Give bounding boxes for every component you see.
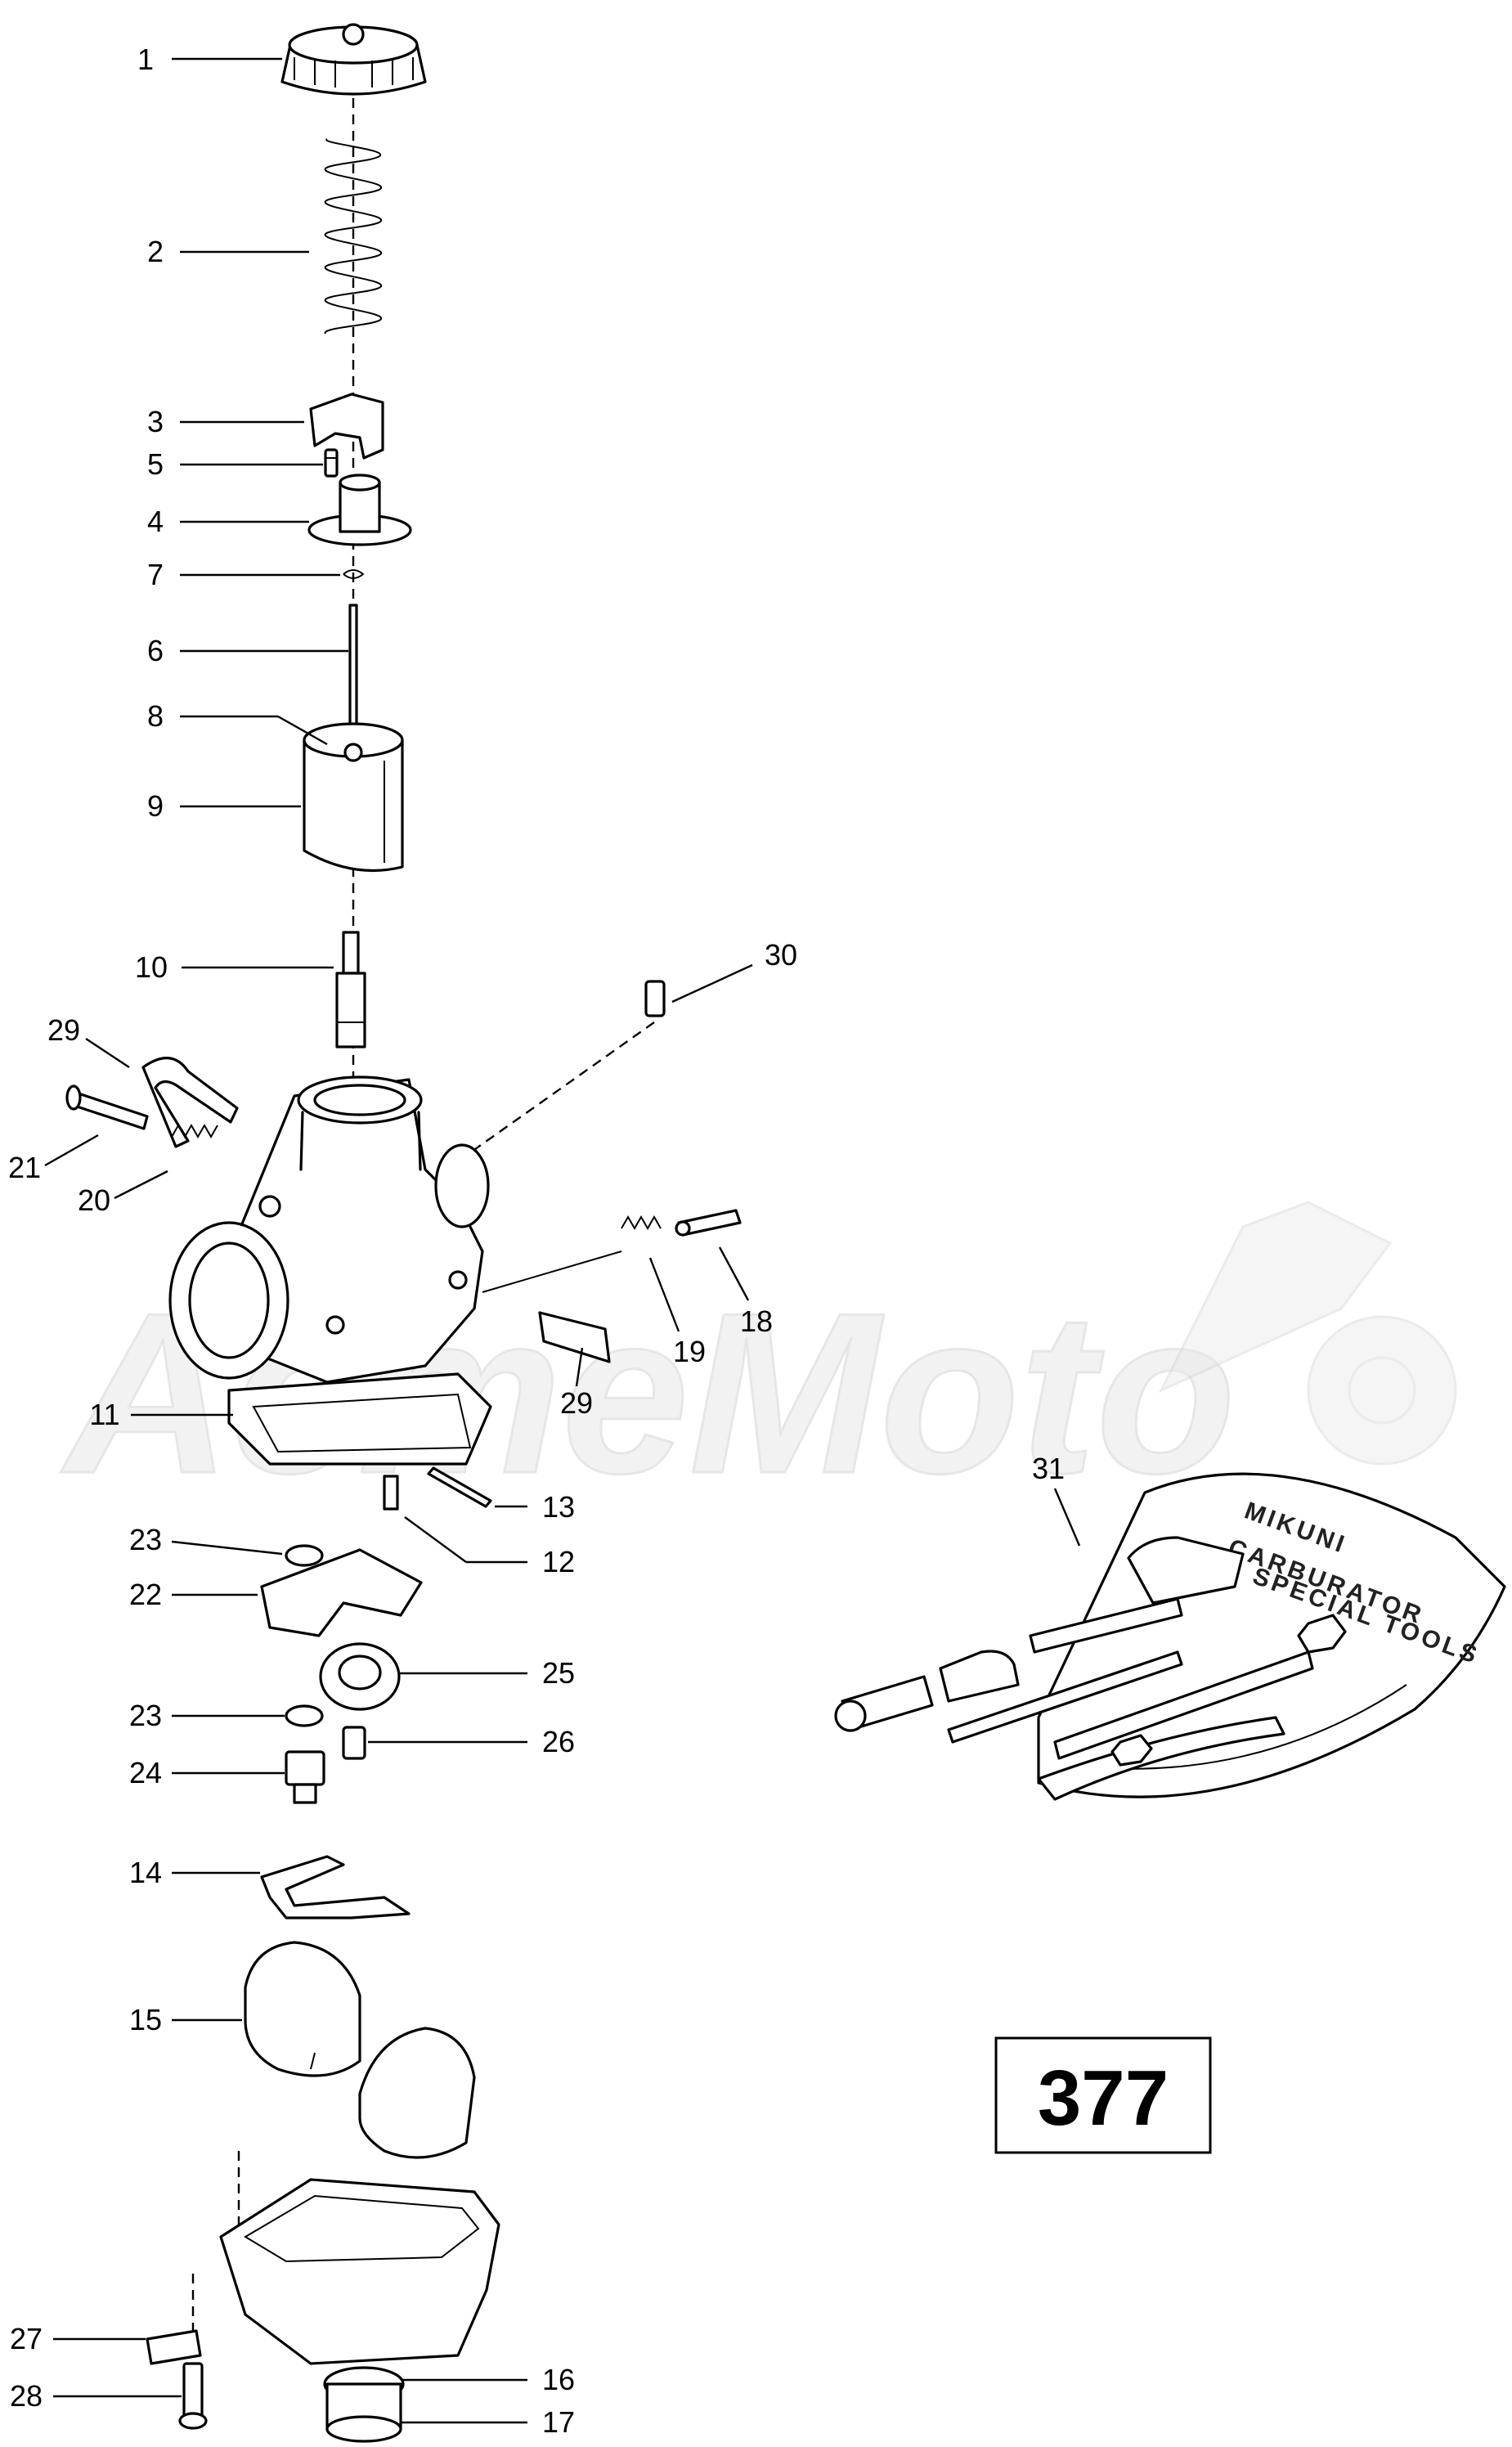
callout-label: 31 [1032, 1452, 1065, 1485]
part-main-jet [285, 1750, 325, 1804]
part-idle-screw-spring [171, 1123, 218, 1139]
part-float-arm [260, 1855, 411, 1919]
part-19-axis-line [482, 1250, 622, 1293]
part-needle-jet [335, 931, 366, 1048]
part-jet-collar [319, 1642, 401, 1711]
part-pilot-screw-cap [644, 980, 666, 1017]
callout-label: 19 [673, 1335, 706, 1368]
callout-label: 17 [542, 2405, 575, 2439]
part-floats [244, 1941, 476, 2159]
part-clip-plate [309, 393, 384, 460]
part-e-clip [343, 569, 365, 579]
part-drain-plug [323, 2366, 405, 2443]
callout-leader [85, 1037, 130, 1069]
part-baffle-plate [260, 1548, 423, 1637]
callout-leader [1053, 1488, 1081, 1547]
callout-leader [648, 1257, 680, 1332]
part-bowl-screw [178, 2362, 208, 2430]
callout-label: 22 [129, 1578, 162, 1611]
callout-label: 15 [129, 2003, 162, 2036]
callout-label: 18 [740, 1304, 773, 1338]
part-washer-upper [285, 1544, 324, 1567]
callout-leader [114, 1170, 168, 1200]
part-idle-screw [65, 1084, 149, 1130]
callout-label: 21 [8, 1151, 41, 1184]
callout-leader [404, 1516, 467, 1563]
callout-label: 29 [47, 1013, 80, 1047]
part-overflow-hose [538, 1311, 611, 1363]
part-vent-hose [141, 1057, 239, 1148]
part-spring [324, 138, 383, 334]
part-air-screw-spring [621, 1215, 662, 1231]
callout-leader [718, 1246, 750, 1301]
callout-leader [671, 963, 753, 1003]
callout-label: 23 [129, 1699, 162, 1732]
callout-label: 26 [542, 1725, 575, 1758]
callout-label: 28 [10, 2379, 43, 2413]
part-starter-jet [342, 1726, 366, 1760]
part-air-screw [675, 1209, 742, 1237]
callout-label: 29 [560, 1386, 593, 1420]
callouts: 1 2 3 5 4 7 6 8 9 10 30 29 21 20 19 18 [8, 43, 1081, 2439]
callout-leader [277, 715, 328, 746]
callout-label: 27 [10, 2322, 43, 2355]
callout-leader [575, 1347, 584, 1387]
callout-label: 16 [542, 2363, 575, 2396]
callout-label: 23 [129, 1523, 162, 1556]
reference-box: 377 [994, 2036, 1212, 2154]
part-needle-holder [307, 474, 412, 546]
part-float-bowl [219, 2151, 500, 2365]
callout-label: 8 [147, 699, 164, 733]
part-pilot-jet [383, 1475, 399, 1511]
callout-label: 1 [137, 43, 154, 76]
part-cap [280, 23, 427, 96]
callout-leader [171, 1540, 283, 1556]
callout-label: 6 [147, 634, 164, 667]
callout-label: 2 [147, 235, 164, 268]
callout-leader [44, 1134, 99, 1167]
watermark-motorcycle-icon [1158, 1201, 1457, 1466]
part-retainer-plate [146, 2329, 202, 2365]
callout-label: 30 [765, 938, 797, 972]
part-small-screw [324, 448, 339, 478]
part-30-leader-dash [457, 1021, 655, 1162]
part-special-tool-kit: MIKUNI CARBURATOR SPECIAL TOOLS [834, 1472, 1506, 1801]
callout-label: 10 [135, 950, 168, 984]
callout-label: 7 [147, 558, 164, 591]
part-carburetor-body [168, 1075, 492, 1466]
part-float-pin [427, 1466, 492, 1508]
callout-label: 3 [147, 405, 164, 438]
callout-label: 24 [129, 1756, 162, 1789]
part-throttle-slide [303, 722, 404, 873]
part-washer-lower [285, 1704, 324, 1727]
callout-label: 14 [129, 1856, 162, 1889]
callout-label: 13 [542, 1490, 575, 1524]
callout-label: 11 [89, 1398, 119, 1431]
callout-label: 4 [147, 505, 164, 538]
callout-label: 9 [147, 789, 164, 823]
callout-label: 20 [78, 1183, 110, 1217]
callout-label: 5 [147, 447, 164, 481]
reference-number: 377 [1038, 2054, 1169, 2142]
callout-label: 25 [542, 1656, 575, 1690]
callout-label: 12 [542, 1545, 575, 1578]
